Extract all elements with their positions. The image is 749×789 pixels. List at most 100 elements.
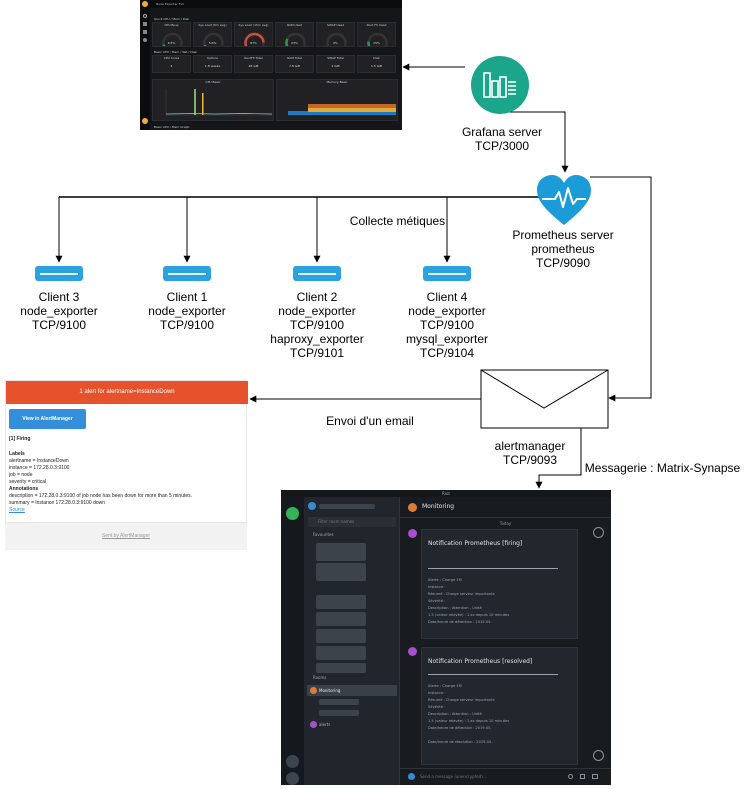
grafana-user-avatar[interactable]: [142, 118, 148, 124]
grafana-memory-graph-plot: [288, 104, 396, 116]
matrix-room-timeline: Monitoring Today Notification Prometheus…: [400, 497, 611, 785]
message-firing-line: Instance :: [428, 585, 446, 589]
scroll-down-icon[interactable]: [593, 750, 604, 761]
grafana-search-icon[interactable]: [143, 14, 147, 18]
grafana-stat-title: Disk: [373, 56, 380, 60]
message-resolved-line: Alerte : Charge 1M: [428, 684, 462, 688]
matrix-room-monitoring[interactable]: Monitoring: [307, 685, 397, 696]
grafana-row-basic[interactable]: Basic CPU / Mem / Net / Disk: [154, 50, 197, 54]
grafana-gauge-value: 0%: [333, 41, 338, 45]
message-composer-input[interactable]: Send a message (unencrypted)...: [420, 774, 487, 779]
grafana-cpu-graph-plot: [165, 89, 273, 116]
arrow-prometheus-to-alertmanager: [590, 176, 652, 402]
call-icon[interactable]: [580, 774, 585, 779]
grafana-gauge-title: RAM Used: [286, 23, 303, 27]
matrix-blurred-room-8: [319, 699, 359, 705]
matrix-room-header-title: Monitoring: [422, 503, 455, 510]
grafana-gauge-panel: Sys Load (5m avg)5.6%: [193, 22, 232, 47]
matrix-filter-input[interactable]: Filter room names: [308, 517, 396, 527]
matrix-room-monitoring-avatar: [310, 687, 317, 694]
message-resolved-line: Date/heure de résolution : 2019-05-: [428, 740, 493, 744]
message-firing-line: Date/heure de détection : 2019-05-: [428, 620, 492, 624]
grafana-gauge-arc: [367, 32, 388, 46]
grafana-gauge-title: CPU Busy: [164, 23, 179, 27]
matrix-home-avatar[interactable]: [286, 507, 299, 520]
grafana-gauge-panel: RAM Used 23%: [275, 22, 314, 47]
matrix-explore-icon[interactable]: [286, 755, 299, 768]
alert-annotations-heading: Annotations: [9, 486, 39, 492]
alert-labels-heading: Labels: [9, 451, 25, 457]
matrix-blurred-room-2: [316, 563, 366, 581]
grafana-stat-value: 2 GiB: [331, 64, 340, 68]
grafana-gauge-fill: [203, 44, 207, 46]
message1-sender-avatar: [408, 529, 417, 538]
message-resolved-line: Sévérité :: [428, 705, 446, 709]
matrix-settings-icon[interactable]: [286, 772, 299, 785]
grafana-logo-icon: [142, 1, 148, 7]
grafana-row-graphs[interactable]: Basic CPU / Mem Graph: [154, 125, 190, 129]
attach-icon[interactable]: [568, 774, 573, 779]
view-in-alertmanager-button[interactable]: View in AlertManager: [9, 409, 86, 429]
matrix-section-favourites[interactable]: Favourites: [313, 532, 334, 537]
alert-label-severity: severity = critical: [9, 479, 47, 485]
matrix-composer-divider: [400, 768, 611, 769]
grafana-plus-icon[interactable]: [143, 22, 147, 26]
grafana-gear-icon[interactable]: [143, 38, 147, 42]
alert-annotation-summary: summary = Instance 172.28.0.3:9100 down: [9, 500, 106, 506]
alert-source-link[interactable]: Source: [9, 507, 25, 513]
grafana-stat-title: SWAP Total: [327, 56, 344, 60]
grafana-dashboard-title[interactable]: Node Exporter Full: [150, 0, 402, 8]
matrix-blurred-room-1: [316, 543, 366, 561]
alertmanager-envelope-icon: [480, 369, 609, 429]
message2-sender-avatar: [408, 647, 417, 656]
message-firing-line: 1.5 (valeur relevée) : 1.xx depuis 10 mi…: [428, 613, 510, 617]
video-icon[interactable]: [592, 774, 598, 779]
grafana-gauge-fill: [162, 44, 166, 46]
matrix-room-alerts-avatar: [310, 721, 317, 728]
alert-email-footer-link[interactable]: Sent by AlertManager: [101, 533, 151, 539]
grafana-server-icon: [471, 56, 529, 114]
matrix-blurred-room-4: [316, 612, 366, 626]
matrix-section-rooms[interactable]: Rooms: [313, 675, 327, 680]
alert-label-alertname: alertname = InstanceDown: [9, 458, 69, 464]
grafana-cpu-graph-title: CPU Basic: [205, 80, 221, 84]
scroll-up-icon[interactable]: [593, 527, 604, 538]
matrix-room-alerts[interactable]: alerts: [307, 719, 397, 730]
grafana-gauge-value: 23%: [291, 41, 298, 45]
grafana-dashboards-icon[interactable]: [143, 30, 147, 34]
matrix-blurred-room-5: [316, 629, 366, 643]
grafana-stat-value: 4: [170, 64, 173, 68]
grafana-gauge-panel: Sys Load (15m avg)87%: [234, 22, 273, 47]
matrix-blurred-room-7: [316, 663, 366, 673]
grafana-gauge-arc: [203, 32, 224, 46]
grafana-gauge-value: 15%: [373, 41, 380, 45]
matrix-room-monitoring-label: Monitoring: [319, 688, 341, 693]
grafana-sidebar: [140, 0, 150, 130]
grafana-gauge-title: SWAP Used: [326, 23, 345, 27]
message-resolved-title: Notification Prometheus [resolved]: [428, 658, 533, 665]
grafana-memory-graph-title: Memory Basic: [326, 80, 348, 84]
matrix-day-separator: Today: [499, 521, 512, 526]
alert-label-instance: instance = 172.28.0.3:9100: [9, 465, 70, 471]
message-firing-title: Notification Prometheus [firing]: [428, 540, 523, 547]
matrix-room-alerts-label: alerts: [319, 722, 331, 727]
matrix-blurred-room-9: [319, 710, 359, 716]
message-firing-line: Sévérité :: [428, 599, 446, 603]
grafana-row-quick[interactable]: Quick CPU / Mem / Disk: [154, 17, 190, 21]
grafana-dashboard: Node Exporter Full Quick CPU / Mem / Dis…: [140, 0, 402, 130]
matrix-user-avatar[interactable]: [308, 502, 316, 510]
message-resolved-line: 1.5 (valeur relevée) : 1.xx depuis 10 mi…: [428, 719, 510, 723]
grafana-stat-value: 1.5 GiB: [371, 64, 382, 68]
alert-label-job: job = node: [9, 472, 33, 478]
alert-annotation-description: description = 172.28.0.3:9100 of job nod…: [9, 493, 193, 499]
client3-server-icon: [35, 266, 83, 281]
message-resolved-line: Description : Attention - Unité: [428, 712, 482, 716]
